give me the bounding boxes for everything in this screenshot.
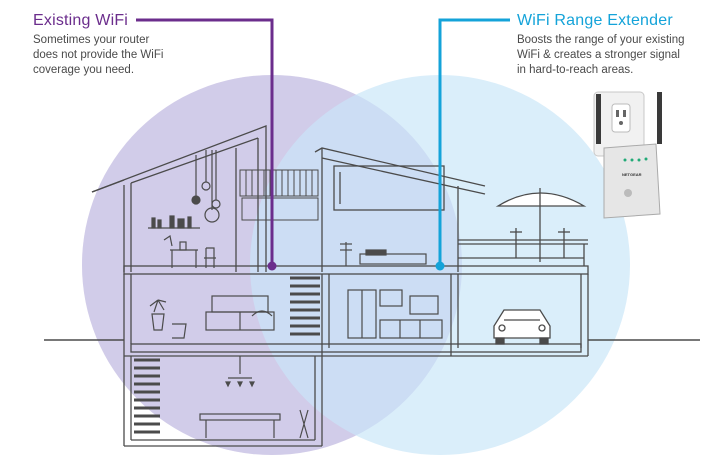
extender-leader xyxy=(438,18,510,266)
existing-wifi-description-line: coverage you need. xyxy=(33,64,135,76)
staircase xyxy=(290,276,320,336)
router-signal-dot xyxy=(267,261,277,271)
existing-wifi-leader xyxy=(136,18,274,266)
kitchen-cabinets-icon xyxy=(347,289,443,339)
range-extender-description-line: WiFi & creates a stronger signal xyxy=(517,49,680,61)
existing-wifi-description: Sometimes your router does not provide t… xyxy=(33,33,183,78)
existing-wifi-description-line: does not provide the WiFi xyxy=(33,49,164,61)
extender-signal-dot xyxy=(435,261,445,271)
device-brand-label: NETGEAR xyxy=(622,172,642,177)
range-extender-description-line: Boosts the range of your existing xyxy=(517,34,685,46)
existing-wifi-description-line: Sometimes your router xyxy=(33,34,150,46)
existing-wifi-title: Existing WiFi xyxy=(33,12,129,29)
desk-icon xyxy=(163,235,216,268)
plant-icon xyxy=(149,299,187,339)
dining-table-icon xyxy=(199,409,309,439)
basement-staircase xyxy=(134,358,160,434)
range-extender-description: Boosts the range of your existing WiFi &… xyxy=(517,33,697,78)
chandelier-icon xyxy=(225,356,255,388)
range-extender-title: WiFi Range Extender xyxy=(517,12,673,29)
existing-wifi-callout: Existing WiFi Sometimes your router does… xyxy=(33,12,183,78)
range-extender-description-line: in hard-to-reach areas. xyxy=(517,64,634,76)
car-icon xyxy=(493,309,551,345)
range-extender-device-icon: NETGEAR xyxy=(593,91,662,219)
bookshelf-icon xyxy=(148,215,200,229)
pendant-lamp-icon xyxy=(191,150,221,223)
range-extender-callout: WiFi Range Extender Boosts the range of … xyxy=(517,12,697,78)
bed-icon xyxy=(340,242,427,266)
house xyxy=(91,125,589,447)
patio-umbrella-icon xyxy=(495,188,587,262)
sofa-icon xyxy=(205,295,275,331)
attic-slats xyxy=(239,169,319,221)
